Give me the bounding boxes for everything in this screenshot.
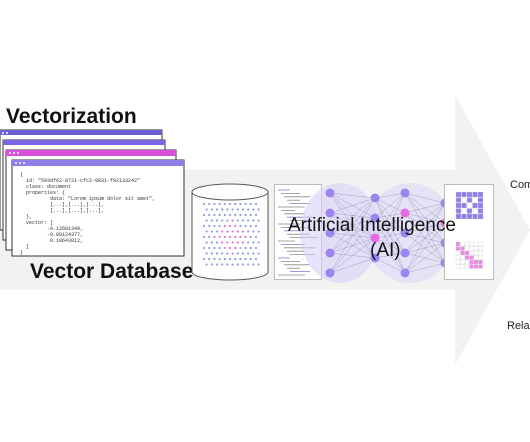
pixel-grid-image-icon: [444, 184, 494, 280]
code-snippet: { id: "593df62-8721-cfc2-9831-f92133242"…: [20, 172, 180, 256]
code-line: -0.09124377,: [20, 232, 84, 238]
document-card-stack: { id: "593df62-8721-cfc2-9831-f92133242"…: [0, 128, 190, 258]
code-line: {: [20, 172, 24, 178]
neural-network-icon: [300, 183, 455, 283]
right-label-top: Com: [510, 179, 530, 191]
right-label-bottom: Rela: [507, 320, 530, 332]
code-line: [...],[...],[...],: [20, 208, 105, 214]
code-line: [...],[...],[...],: [20, 202, 105, 208]
code-line: },: [20, 214, 33, 220]
code-line: }: [20, 250, 24, 256]
code-line: vector: [: [20, 220, 54, 226]
code-line: ]: [20, 244, 30, 250]
vectorization-title: Vectorization: [6, 105, 137, 128]
code-line: data: "Lorem ipsum dolor sit amet",: [20, 196, 156, 202]
vector-database-title: Vector Database: [30, 260, 194, 283]
code-line: id: "593df62-8721-cfc2-9831-f92133242": [20, 178, 141, 184]
code-line: 0.18643012,: [20, 238, 84, 244]
code-line: properties: {: [20, 190, 66, 196]
ai-title-line1: Artificial Intelligence: [288, 215, 456, 236]
code-line: -0.12601349,: [20, 226, 84, 232]
document-card-icon: [0, 129, 185, 257]
database-cylinder-icon: [191, 183, 269, 281]
ai-title-line2: (AI): [370, 240, 401, 261]
code-line: class: document: [20, 184, 72, 190]
